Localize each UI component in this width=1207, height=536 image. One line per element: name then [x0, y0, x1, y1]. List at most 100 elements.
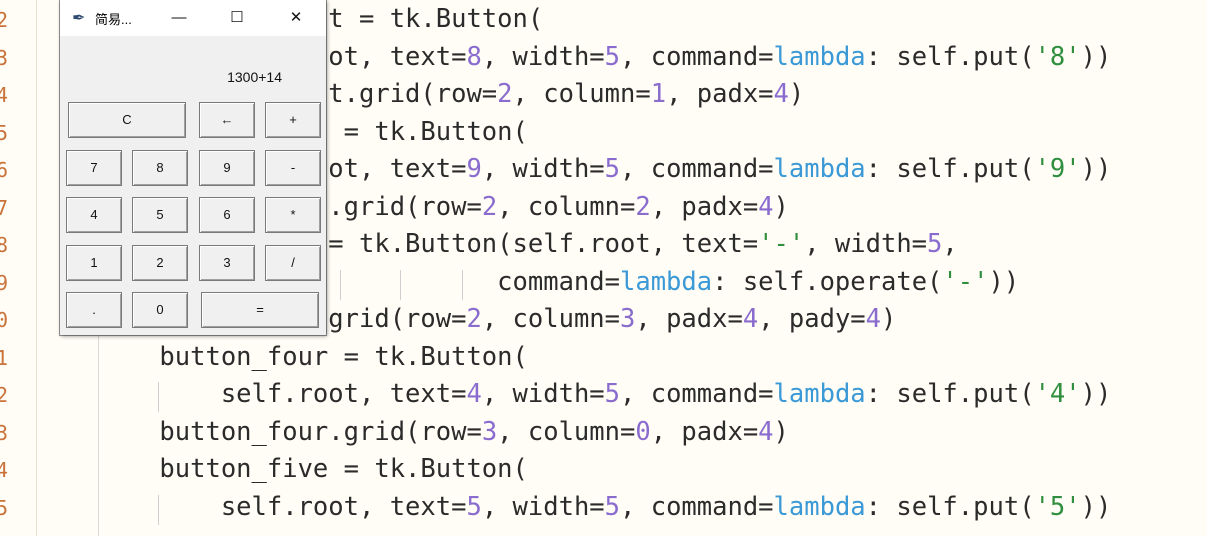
- indent-guide: [462, 270, 463, 300]
- code-line: button_four = tk.Button(: [98, 342, 527, 372]
- code-token: '-': [942, 266, 989, 297]
- window-title: 简易...: [95, 12, 132, 27]
- code-token: 5: [466, 491, 482, 522]
- code-token: )): [1080, 41, 1112, 72]
- digit-6-button[interactable]: 6: [199, 197, 255, 233]
- code-token: self.root, text=: [98, 379, 467, 409]
- code-token: 4: [758, 191, 774, 222]
- equals-button[interactable]: =: [201, 292, 319, 328]
- code-token: button_five = tk.Button(: [98, 454, 528, 484]
- code-token: : self.put(: [865, 41, 1035, 72]
- code-token: 5: [604, 154, 621, 184]
- minus-button[interactable]: -: [265, 150, 321, 186]
- digit-8-button[interactable]: 8: [132, 150, 188, 186]
- code-token: , command=: [620, 379, 774, 409]
- line-number: 5: [0, 120, 8, 145]
- code-token: 2: [466, 304, 482, 334]
- code-token: ,: [942, 229, 958, 259]
- indent-guide: [158, 382, 159, 412]
- digit-7-button[interactable]: 7: [66, 150, 122, 186]
- plus-button[interactable]: +: [265, 102, 321, 138]
- code-token: '4': [1034, 379, 1081, 409]
- code-token: , command=: [620, 41, 774, 72]
- multiply-button[interactable]: *: [265, 197, 321, 233]
- code-token: 2: [635, 191, 651, 222]
- code-token: 0: [635, 416, 651, 447]
- code-token: ): [788, 79, 805, 109]
- line-number: 0: [0, 308, 8, 332]
- code-token: ): [881, 304, 897, 334]
- minimize-button[interactable]: —: [171, 9, 187, 26]
- code-token: : self.put(: [865, 379, 1035, 409]
- calculator-window: ✒ 简易... — ☐ ✕ 1300+14 C ← + 7 8 9 - 4 5 …: [60, 0, 326, 335]
- code-token: , width=: [804, 229, 928, 259]
- code-token: '-': [758, 229, 805, 259]
- code-token: )): [988, 266, 1020, 297]
- code-token: )): [1080, 154, 1112, 184]
- code-token: )): [1080, 491, 1112, 522]
- code-token: , width=: [481, 379, 605, 409]
- digit-0-button[interactable]: 0: [132, 292, 188, 328]
- maximize-button[interactable]: ☐: [230, 9, 244, 26]
- code-token: , pady=: [758, 304, 866, 334]
- code-line: self.root, text=4, width=5, command=lamb…: [98, 379, 1112, 409]
- decimal-point-button[interactable]: .: [66, 292, 122, 328]
- code-token: ): [773, 416, 789, 447]
- code-token: 5: [927, 229, 943, 259]
- divide-button[interactable]: /: [265, 245, 321, 281]
- digit-9-button[interactable]: 9: [199, 150, 255, 186]
- line-number: 3: [0, 420, 8, 445]
- code-token: 2: [497, 79, 513, 109]
- code-token: 4: [865, 304, 882, 334]
- code-token: , width=: [481, 41, 605, 72]
- title-bar[interactable]: ✒ 简易... — ☐ ✕: [60, 0, 326, 36]
- feather-icon: ✒: [72, 10, 86, 27]
- clear-button[interactable]: C: [68, 102, 186, 138]
- code-token: 5: [604, 41, 621, 72]
- code-token: , padx=: [650, 416, 759, 447]
- digit-4-button[interactable]: 4: [66, 197, 122, 233]
- code-token: 4: [758, 416, 774, 447]
- backspace-button[interactable]: ←: [199, 102, 255, 138]
- code-token: 5: [604, 491, 621, 522]
- code-token: , width=: [481, 491, 605, 522]
- code-token: , padx=: [650, 191, 759, 222]
- digit-2-button[interactable]: 2: [132, 245, 188, 281]
- code-token: 9: [466, 154, 482, 184]
- code-token: '9': [1034, 154, 1081, 184]
- code-token: lambda: [773, 41, 866, 72]
- indent-guide: [340, 270, 341, 300]
- digit-1-button[interactable]: 1: [66, 245, 122, 281]
- code-token: , padx=: [666, 79, 774, 109]
- code-token: , command=: [620, 491, 774, 522]
- line-number: 8: [0, 233, 8, 257]
- line-number: 5: [0, 495, 8, 520]
- code-token: 3: [620, 304, 636, 334]
- line-number: 7: [0, 195, 8, 220]
- digit-3-button[interactable]: 3: [199, 245, 255, 281]
- code-token: , column=: [497, 191, 636, 222]
- code-token: 4: [773, 79, 789, 109]
- code-line: self.root, text=8, width=5, command=lamb…: [98, 41, 1112, 72]
- code-line: button_five = tk.Button(: [98, 454, 528, 484]
- code-token: : self.put(: [865, 154, 1035, 184]
- line-number: 9: [0, 270, 8, 295]
- indent-guide: [158, 495, 159, 525]
- code-token: , column=: [497, 416, 636, 447]
- close-button[interactable]: ✕: [289, 9, 303, 26]
- code-token: 8: [466, 41, 482, 72]
- code-token: 4: [742, 304, 759, 334]
- code-token: button_four.grid(row=: [98, 416, 482, 447]
- code-token: 2: [481, 191, 498, 222]
- code-token: self.root, text=: [98, 491, 467, 522]
- line-number: 4: [0, 83, 8, 107]
- digit-5-button[interactable]: 5: [132, 197, 188, 233]
- code-token: '8': [1034, 41, 1081, 72]
- code-token: : self.operate(: [712, 266, 943, 297]
- line-number: 3: [0, 45, 8, 70]
- code-token: 5: [604, 379, 621, 409]
- line-number: 2: [0, 8, 8, 32]
- code-token: lambda: [773, 491, 866, 522]
- line-number: 2: [0, 383, 8, 407]
- code-line: command=lambda: self.operate('-')): [98, 267, 1019, 297]
